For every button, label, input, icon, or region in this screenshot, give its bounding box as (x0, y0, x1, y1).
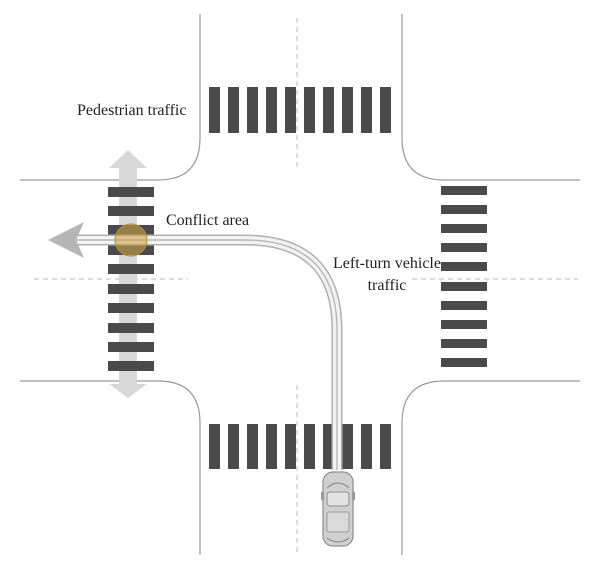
curb-bottom-right (401, 380, 580, 555)
pedestrian-traffic-label: Pedestrian traffic (77, 102, 187, 119)
curb-bottom-left (20, 380, 201, 555)
vehicle-arrowhead (48, 222, 84, 258)
conflict-area-marker (114, 223, 148, 257)
crosswalk-bottom (209, 424, 391, 469)
vehicle-path (72, 234, 343, 470)
car-icon (321, 471, 355, 547)
centerlines (34, 18, 578, 552)
curbs (20, 14, 580, 555)
curb-top-right (401, 14, 580, 181)
crosswalk-top (209, 87, 391, 133)
crosswalk-right (441, 186, 487, 367)
curb-top-left (20, 14, 201, 181)
left-turn-traffic-label: Left-turn vehicle traffic (312, 253, 462, 297)
conflict-area-label: Conflict area (166, 212, 250, 229)
left-turn-label-line1: Left-turn vehicle (333, 255, 441, 272)
left-turn-label-line2: traffic (367, 277, 407, 294)
